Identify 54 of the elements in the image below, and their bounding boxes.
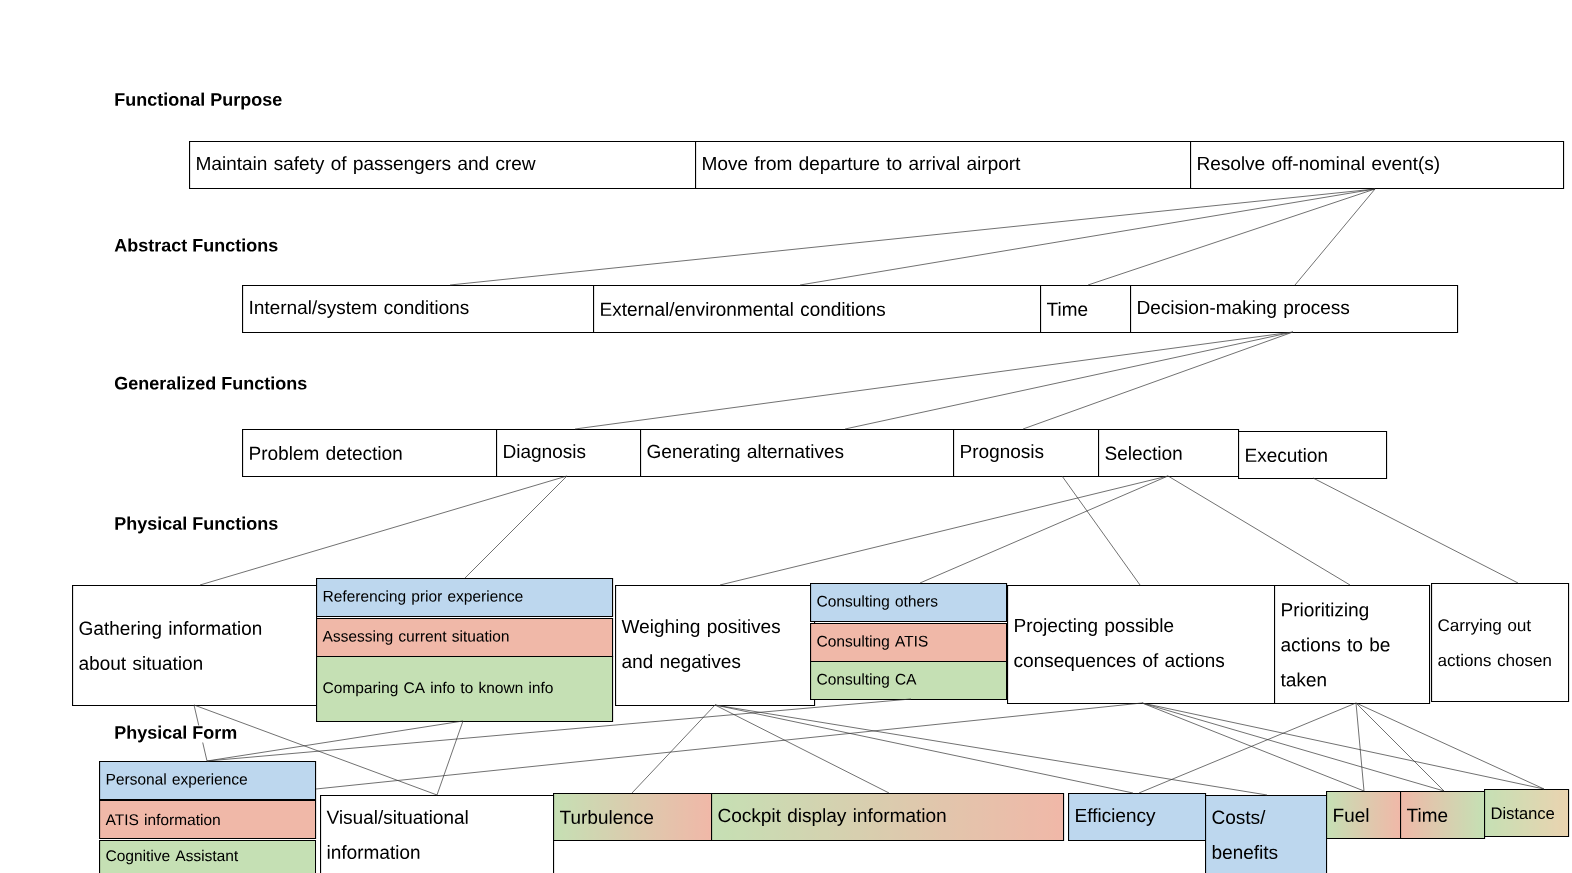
function-box: Weighing positives and negatives — [615, 585, 816, 707]
function-box: Internal/system conditions — [242, 285, 595, 334]
connector-line — [1294, 188, 1376, 286]
category-box: Cognitive Assistant — [99, 840, 317, 873]
function-box: Carrying out actions chosen — [1431, 583, 1570, 703]
category-box: Distance — [1484, 789, 1570, 838]
function-box: Visual/situational information — [320, 795, 555, 873]
category-box: Assessing current situation — [316, 618, 614, 658]
category-box: Consulting others — [810, 583, 1008, 623]
category-box: Consulting CA — [810, 661, 1008, 701]
connector-line — [1355, 702, 1365, 792]
function-box: Prognosis — [953, 429, 1100, 478]
connector-line — [631, 704, 716, 794]
category-box: Costs/ benefits — [1205, 795, 1328, 873]
function-box: Gathering information about situation — [72, 585, 318, 707]
connector-line — [1022, 331, 1294, 430]
function-box: Diagnosis — [496, 429, 642, 478]
connector-line — [919, 475, 1169, 584]
connector-line — [193, 704, 438, 796]
connector-line — [1141, 702, 1545, 790]
function-box: Prioritizing actions to be taken — [1274, 585, 1431, 705]
connector-line — [464, 475, 568, 579]
category-box: Fuel — [1326, 791, 1402, 840]
connector-line — [1087, 188, 1376, 286]
category-box: Comparing CA info to known info — [316, 656, 614, 723]
function-box: Problem detection — [242, 429, 498, 478]
function-box: Projecting possible consequences of actions — [1007, 585, 1276, 705]
connector-line — [1355, 702, 1445, 792]
connector-line — [714, 704, 1268, 796]
connector-line — [714, 704, 890, 794]
level-heading: Abstract Functions — [113, 238, 280, 252]
category-box: Consulting ATIS — [810, 623, 1008, 663]
function-box: Move from departure to arrival airport — [695, 141, 1192, 190]
category-box: Turbulence — [553, 793, 713, 842]
connector-line — [449, 188, 1376, 286]
connector-line — [1061, 475, 1141, 586]
connector-line — [1167, 475, 1351, 586]
connector-line — [199, 475, 568, 586]
level-heading: Generalized Functions — [113, 376, 309, 390]
function-box: Selection — [1098, 429, 1240, 478]
function-box: Execution — [1238, 431, 1388, 480]
connector-line — [1355, 702, 1545, 790]
category-box: Efficiency — [1068, 793, 1207, 842]
category-box: Personal experience — [99, 761, 317, 801]
function-box: Maintain safety of passengers and crew — [189, 141, 697, 190]
connector-line — [1312, 477, 1519, 584]
connector-line — [206, 698, 912, 762]
function-box: Time — [1040, 285, 1132, 334]
category-box: Time — [1400, 791, 1486, 840]
connector-line — [315, 702, 1143, 790]
connector-line — [436, 720, 464, 796]
function-box: Resolve off-nominal event(s) — [1190, 141, 1565, 190]
category-box: ATIS information — [99, 800, 317, 840]
category-box: Referencing prior experience — [316, 578, 614, 618]
